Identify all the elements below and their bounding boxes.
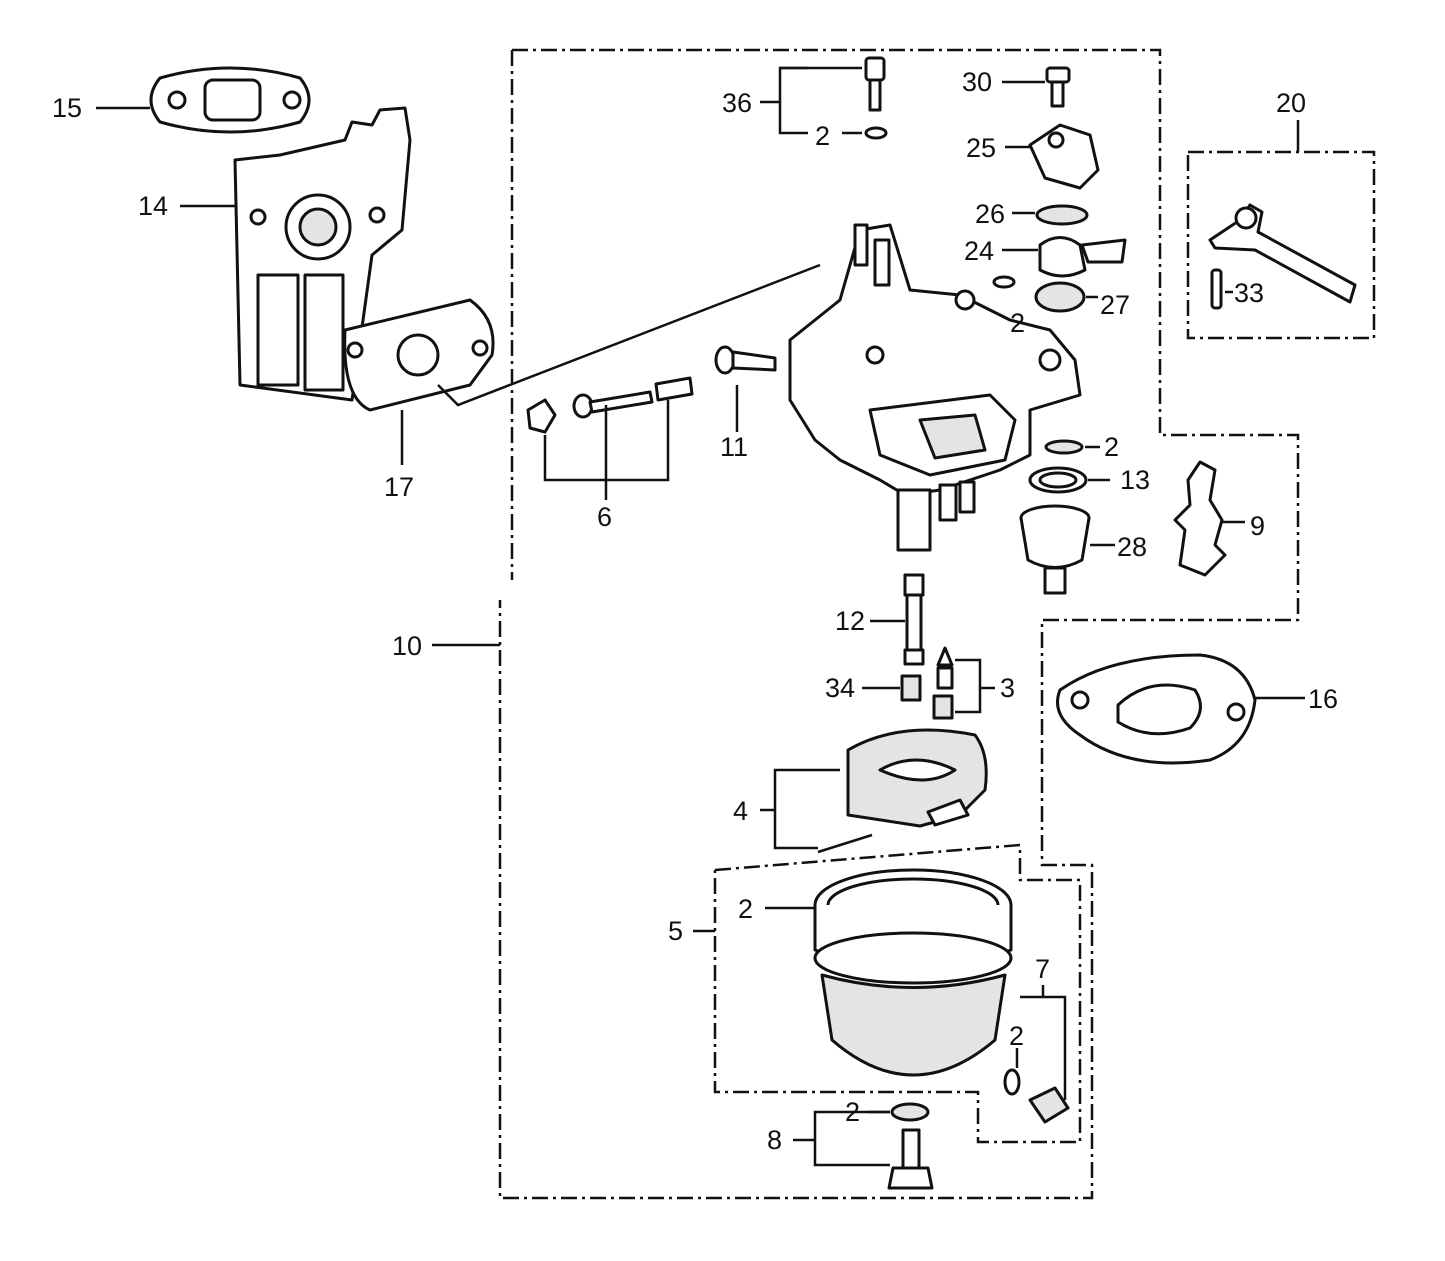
callout-11: 11: [720, 432, 748, 462]
needle-3: [932, 646, 954, 720]
cover-25: [1028, 123, 1100, 190]
cup-28: [1019, 504, 1091, 595]
washer-2-bolt: [890, 1102, 930, 1122]
leader-lines: [96, 66, 1305, 1167]
gasket-17: [343, 298, 495, 412]
nozzle-12: [903, 573, 925, 666]
lever-20: [1208, 203, 1357, 304]
bowl-group-box: [713, 843, 1082, 1144]
carburetor-body: [788, 223, 1082, 552]
callout-2-right: 2: [1104, 432, 1119, 462]
gasket-13: [1028, 466, 1088, 494]
lever-9: [1173, 460, 1227, 577]
callout-3: 3: [1000, 673, 1015, 703]
callout-10: 10: [392, 631, 422, 661]
float-bowl-5: [813, 868, 1013, 1077]
gear-27: [1034, 281, 1086, 313]
callout-17: 17: [384, 472, 414, 502]
callout-28: 28: [1117, 532, 1147, 562]
callout-8: 8: [767, 1125, 782, 1155]
callout-26: 26: [975, 199, 1005, 229]
callout-30: 30: [962, 67, 992, 97]
callout-14: 14: [138, 191, 168, 221]
screw-11: [714, 345, 777, 375]
callout-2-drain: 2: [1009, 1021, 1024, 1051]
callout-2-top: 2: [815, 121, 830, 151]
callout-15: 15: [52, 93, 82, 123]
callout-7: 7: [1035, 954, 1050, 984]
callout-2-bowl: 2: [738, 894, 753, 924]
valve-24: [1038, 236, 1127, 278]
callout-9: 9: [1250, 511, 1265, 541]
callout-2-bolt: 2: [845, 1097, 860, 1127]
callout-5: 5: [668, 916, 683, 946]
callout-labels: 15 14 17 36 2 30 25 26 24 2 27 20 33 11 …: [52, 67, 1338, 1155]
diaphragm-26: [1035, 204, 1089, 226]
float-4: [817, 728, 988, 854]
bolt-8: [887, 1128, 934, 1190]
callout-33: 33: [1234, 278, 1264, 308]
callout-4: 4: [733, 796, 748, 826]
bracket-14: [233, 106, 412, 402]
part-20-box: [1186, 150, 1376, 340]
callout-12: 12: [835, 606, 865, 636]
drain-screw-7: [1028, 1086, 1070, 1124]
callout-27: 27: [1100, 290, 1130, 320]
callout-24: 24: [964, 236, 994, 266]
callout-6: 6: [597, 502, 612, 532]
callout-20: 20: [1276, 88, 1306, 118]
callout-13: 13: [1120, 465, 1150, 495]
callout-16: 16: [1308, 684, 1338, 714]
callout-25: 25: [966, 133, 996, 163]
pin-33: [1210, 268, 1223, 310]
callout-36: 36: [722, 88, 752, 118]
jet-34: [900, 674, 922, 702]
assembly-boundary: [498, 48, 1376, 1200]
washer-2-mid: [992, 275, 1016, 289]
washer-2-drain: [1003, 1068, 1021, 1096]
gasket-15: [149, 66, 311, 134]
washer-2-right: [1044, 439, 1084, 455]
callout-34: 34: [825, 673, 855, 703]
screw-30: [1045, 66, 1071, 108]
callout-2-mid: 2: [1010, 308, 1025, 338]
screw-36: [864, 56, 888, 140]
gasket-16: [1056, 653, 1257, 765]
